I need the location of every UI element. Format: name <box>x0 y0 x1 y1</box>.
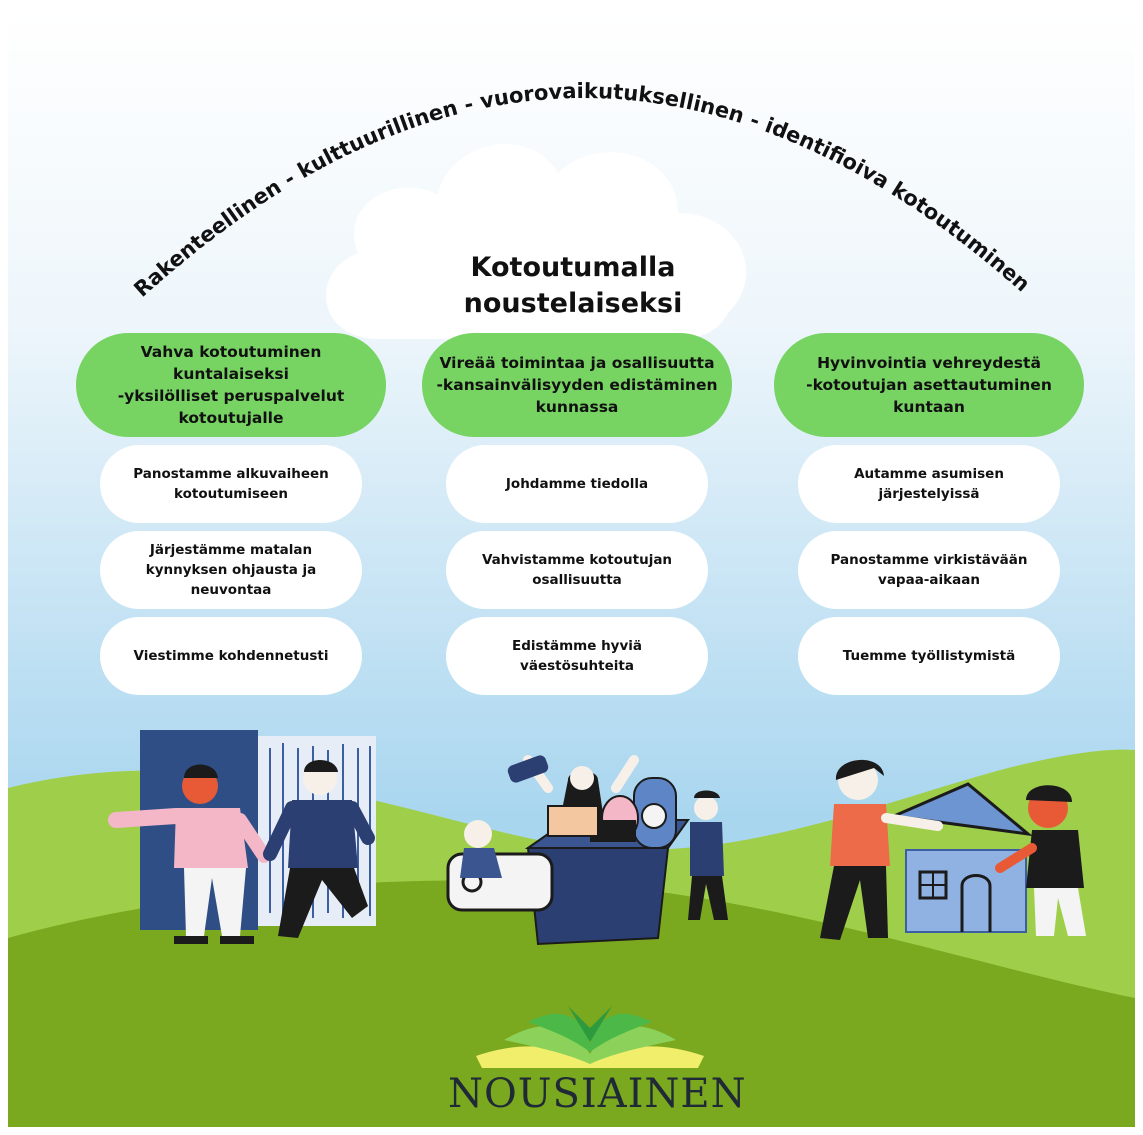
action-item-line: vapaa-aikaan <box>878 572 980 588</box>
column-header-line: kuntaan <box>893 398 965 416</box>
main-title-line: Kotoutumalla <box>470 252 676 283</box>
action-item-line: osallisuutta <box>532 572 622 588</box>
column-header-line: -yksilölliset peruspalvelut <box>117 387 345 405</box>
illustration-box-of-items <box>446 755 728 946</box>
action-item-line: järjestelyissä <box>878 486 980 502</box>
column-activity-participation: Vireää toimintaa ja osallisuutta -kansai… <box>422 333 732 695</box>
action-item-line: kynnyksen ohjausta ja <box>145 562 317 578</box>
logo-text: NOUSIAINEN <box>448 1071 747 1117</box>
infographic: Rakenteellinen - kulttuurillinen - vuoro… <box>8 8 1135 1127</box>
action-item-line: Panostamme virkistävään <box>830 552 1028 568</box>
action-item: Panostamme virkistävään vapaa-aikaan <box>798 531 1060 609</box>
action-item: Viestimme kohdennetusti <box>100 617 362 695</box>
action-item-line: Järjestämme matalan <box>149 542 313 558</box>
column-strong-integration: Vahva kotoutuminen kuntalaiseksi -yksilö… <box>76 333 386 695</box>
action-item: Autamme asumisen järjestelyissä <box>798 445 1060 523</box>
action-item-line: Viestimme kohdennetusti <box>133 648 329 664</box>
column-header-line: Vireää toimintaa ja osallisuutta <box>439 354 715 372</box>
action-item: Tuemme työllistymistä <box>798 617 1060 695</box>
action-item: Vahvistamme kotoutujan osallisuutta <box>446 531 708 609</box>
action-item: Panostamme alkuvaiheen kotoutumiseen <box>100 445 362 523</box>
action-item-line: kotoutumiseen <box>174 486 288 502</box>
column-header: Vireää toimintaa ja osallisuutta -kansai… <box>422 333 732 437</box>
column-header-line: -kansainvälisyyden edistäminen <box>436 376 718 394</box>
logo-emblem <box>476 1006 704 1068</box>
action-item: Johdamme tiedolla <box>446 445 708 523</box>
action-item-line: väestösuhteita <box>520 658 634 674</box>
column-header-line: kunnassa <box>535 398 619 416</box>
column-header: Vahva kotoutuminen kuntalaiseksi -yksilö… <box>76 333 386 437</box>
column-header-line: Vahva kotoutuminen kuntalaiseksi <box>140 343 322 383</box>
action-item-line: neuvontaa <box>190 582 272 598</box>
action-item: Edistämme hyviä väestösuhteita <box>446 617 708 695</box>
action-item-line: Johdamme tiedolla <box>505 476 649 492</box>
main-title-line: noustelaiseksi <box>463 288 683 319</box>
cloud-shape <box>325 144 747 339</box>
hill-near <box>8 880 1135 1127</box>
column-wellbeing-greenery: Hyvinvointia vehreydestä -kotoutujan ase… <box>774 333 1084 695</box>
action-item: Järjestämme matalan kynnyksen ohjausta j… <box>100 531 362 609</box>
action-item-line: Autamme asumisen <box>854 466 1004 482</box>
illustration-house <box>820 759 1086 940</box>
background-scene <box>8 730 1135 1127</box>
action-item-line: Vahvistamme kotoutujan <box>481 552 673 568</box>
action-item-line: Panostamme alkuvaiheen <box>133 466 329 482</box>
action-item-line: Tuemme työllistymistä <box>842 648 1016 664</box>
illustration-welcome-door <box>108 730 376 944</box>
column-header-line: kotoutujalle <box>178 409 284 427</box>
column-header-line: -kotoutujan asettautuminen <box>806 376 1052 394</box>
column-header: Hyvinvointia vehreydestä -kotoutujan ase… <box>774 333 1084 437</box>
main-title: Kotoutumalla noustelaiseksi <box>408 250 738 322</box>
action-item-line: Edistämme hyviä <box>511 638 643 654</box>
column-header-line: Hyvinvointia vehreydestä <box>817 354 1041 372</box>
